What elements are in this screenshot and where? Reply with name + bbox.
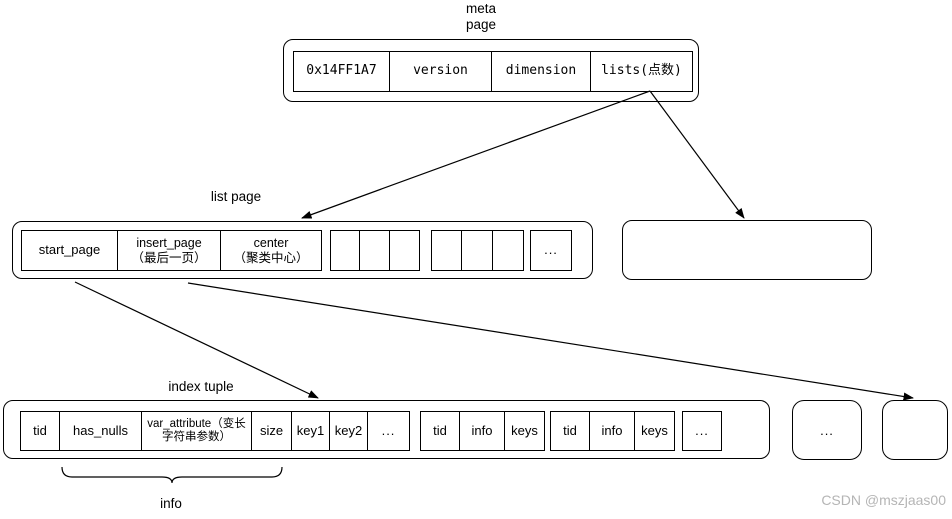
arrow-lists-to-empty-list-page bbox=[649, 90, 745, 219]
list-page-ellipsis-group: ... bbox=[530, 230, 572, 271]
cell-key1: key1 bbox=[292, 411, 330, 451]
meta-cell-lists: lists(点数) bbox=[591, 51, 693, 92]
meta-page-label: meta page bbox=[465, 1, 497, 32]
index-tuple-ellipsis-group: ... bbox=[682, 411, 722, 451]
info-brace bbox=[61, 466, 283, 484]
empty-list-page-box bbox=[622, 220, 872, 280]
list-page-label: list page bbox=[210, 189, 262, 204]
index-tuple-label: index tuple bbox=[168, 379, 234, 394]
empty-tuple-box bbox=[882, 400, 948, 460]
index-tuple-entry-2: tid info keys bbox=[420, 411, 545, 451]
cell-tid: tid bbox=[420, 411, 460, 451]
empty-cell bbox=[462, 230, 493, 271]
cell-has-nulls: has_nulls bbox=[60, 411, 142, 451]
cell-size: size bbox=[252, 411, 292, 451]
cell-key2: key2 bbox=[330, 411, 368, 451]
arrow-list-page-to-empty-tuple-box bbox=[187, 282, 914, 401]
cell-insert-page: insert_page （最后一页） bbox=[118, 230, 221, 271]
list-ellipsis-cell: ... bbox=[530, 230, 572, 271]
cell-tid: tid bbox=[20, 411, 60, 451]
index-tuple-entry-1: tid has_nulls var_attribute（变长字符串参数） siz… bbox=[20, 411, 410, 451]
cell-center-line1: center bbox=[253, 236, 289, 251]
cell-center-line2: （聚类中心） bbox=[233, 250, 309, 265]
info-label: info bbox=[160, 496, 182, 511]
empty-cell bbox=[360, 230, 390, 271]
list-page-row: start_page insert_page （最后一页） center （聚类… bbox=[21, 230, 322, 271]
cell-center: center （聚类中心） bbox=[221, 230, 322, 271]
cell-insert-page-line1: insert_page bbox=[136, 236, 202, 251]
cell-keys: keys bbox=[635, 411, 675, 451]
cell-start-page: start_page bbox=[21, 230, 118, 271]
list-page-empty-group-1 bbox=[330, 230, 420, 271]
empty-cell bbox=[330, 230, 360, 271]
cell-info: info bbox=[460, 411, 505, 451]
cell-tid: tid bbox=[550, 411, 590, 451]
cell-info: info bbox=[590, 411, 635, 451]
empty-cell bbox=[390, 230, 420, 271]
meta-cell-dimension: dimension bbox=[492, 51, 591, 92]
cell-keys-ellipsis: ... bbox=[368, 411, 410, 451]
empty-cell bbox=[431, 230, 462, 271]
cell-insert-page-line2: （最后一页） bbox=[131, 250, 207, 265]
cell-keys: keys bbox=[505, 411, 545, 451]
empty-cell bbox=[493, 230, 524, 271]
index-tuple-entry-3: tid info keys bbox=[550, 411, 675, 451]
list-page-empty-group-2 bbox=[431, 230, 524, 271]
meta-cell-version: version bbox=[390, 51, 492, 92]
tuple-ellipsis-cell: ... bbox=[682, 411, 722, 451]
watermark: CSDN @mszjaas00 bbox=[821, 492, 946, 508]
meta-page-row: 0x14FF1A7 version dimension lists(点数) bbox=[293, 51, 693, 92]
meta-cell-magic: 0x14FF1A7 bbox=[293, 51, 390, 92]
cell-var-attribute: var_attribute（变长字符串参数） bbox=[142, 411, 252, 451]
arrow-lists-to-list-page bbox=[301, 90, 651, 219]
ellipsis-box: ... bbox=[792, 400, 862, 460]
